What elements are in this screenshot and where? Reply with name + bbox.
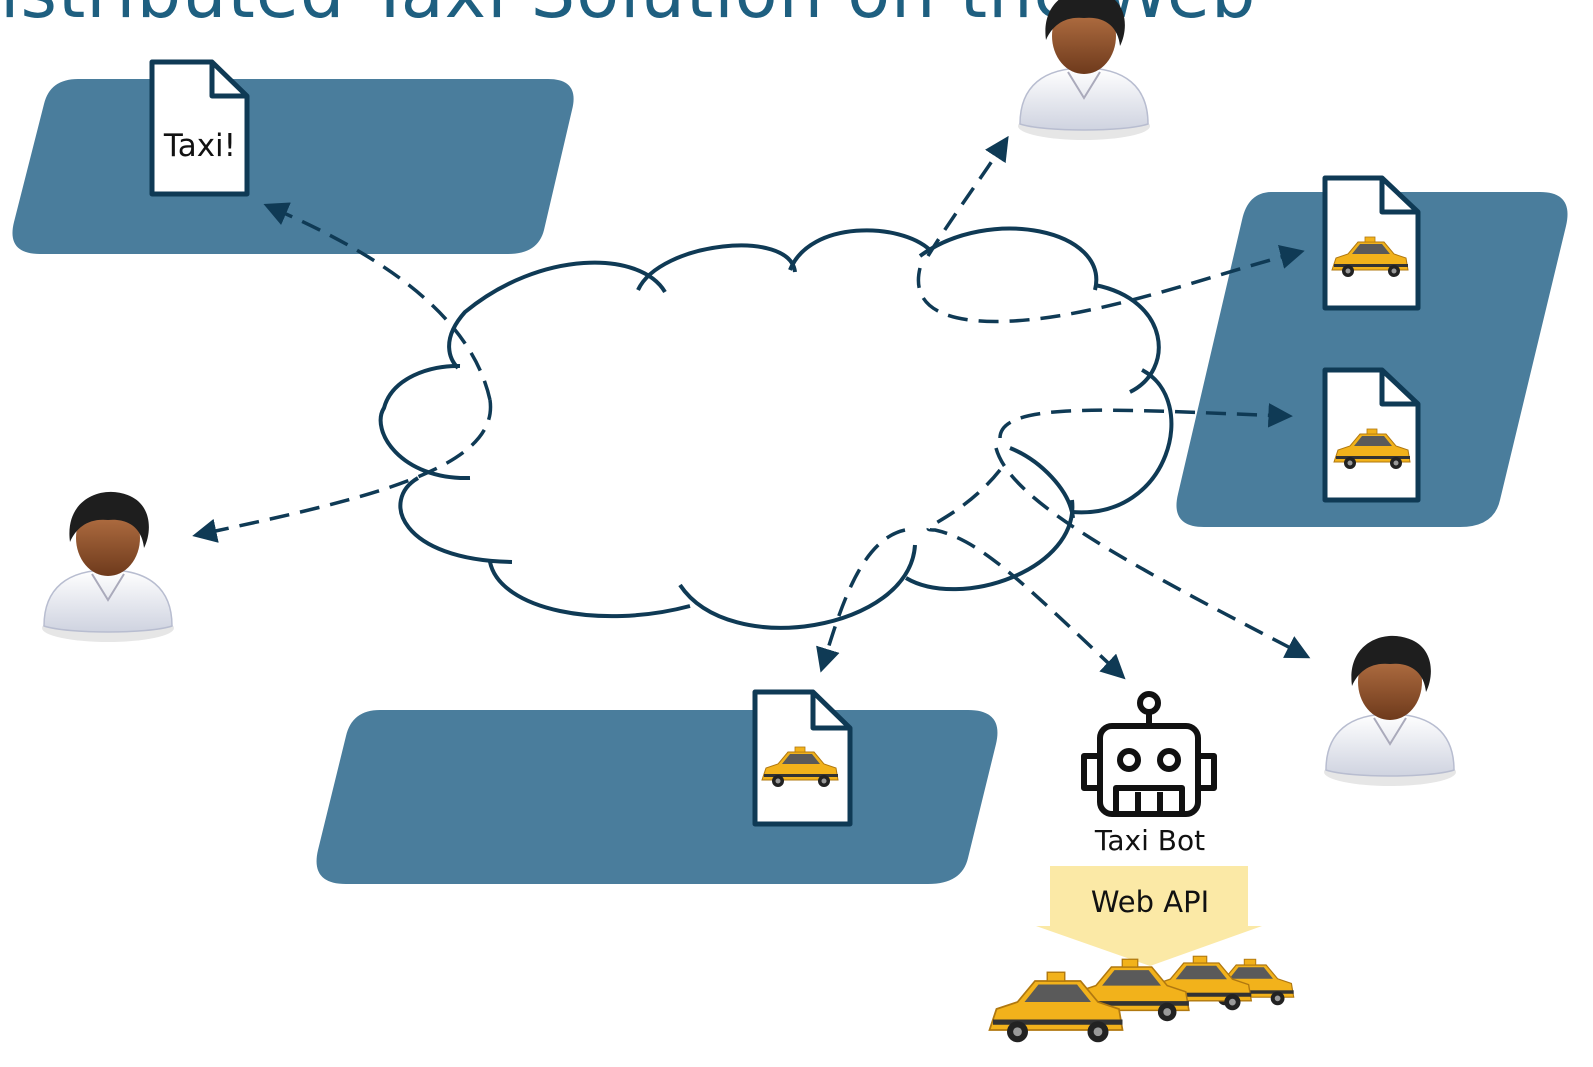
document-icon: Taxi! [149, 59, 250, 197]
person-icon [1017, 0, 1151, 142]
arrow-icon [998, 403, 1293, 439]
robot-icon [1081, 691, 1217, 817]
arrow-icon [816, 528, 906, 673]
bot-label: Taxi Bot [1094, 824, 1205, 857]
document-icon [1322, 367, 1421, 503]
document-icon [752, 689, 853, 827]
arrow-icon [192, 399, 493, 543]
platform-right [1176, 192, 1568, 527]
arrow-icon [926, 468, 1126, 680]
person-icon [1323, 634, 1457, 787]
cloud-icon [378, 226, 1174, 630]
arrow-icon [263, 202, 492, 401]
api-arrow [1036, 866, 1262, 966]
taxi-fleet [988, 955, 1295, 1044]
platform-top-left [12, 79, 574, 254]
arrow-icon [926, 135, 1009, 257]
person-icon [41, 490, 175, 643]
request-label: Taxi! [163, 128, 236, 164]
arrow-icon [916, 245, 1305, 324]
arrow-icon [994, 447, 1311, 659]
platform-bottom [316, 710, 998, 884]
api-label: Web API [1091, 885, 1209, 919]
document-icon [1322, 175, 1421, 311]
